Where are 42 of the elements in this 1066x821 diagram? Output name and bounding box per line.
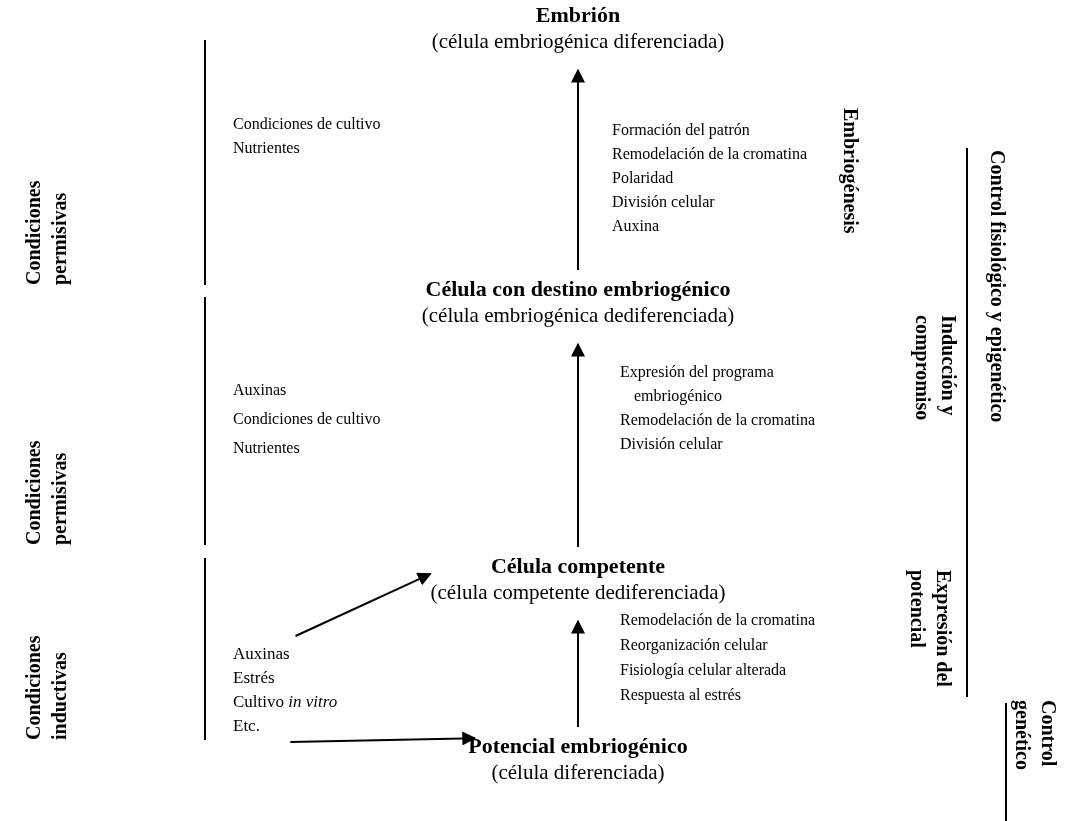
section-label: Control genético	[1010, 700, 1061, 772]
list-item: Nutrientes	[233, 438, 300, 458]
arrow	[571, 342, 585, 548]
arrow	[571, 68, 585, 271]
factor-text: Estrés	[233, 667, 276, 689]
list-item: Auxina	[612, 216, 660, 236]
section-label: Embriogénesis	[838, 108, 863, 236]
stage-subtitle: (célula diferenciada)	[490, 759, 666, 785]
stage-title: Célula con destino embriogénico	[424, 276, 732, 302]
list-item: División celular	[612, 192, 715, 212]
stage-subtitle: (célula competente dediferenciada)	[430, 579, 726, 605]
arrow	[571, 619, 585, 728]
list-item: Auxinas	[233, 380, 287, 400]
section-label: Condiciones permisivas	[21, 439, 72, 545]
list-item: Respuesta al estrés	[620, 685, 741, 706]
list-item: Polaridad	[612, 168, 674, 188]
stage-title: Embrión	[534, 2, 622, 28]
stage-subtitle: (célula embriogénica diferenciada)	[431, 28, 725, 54]
factor-text: Auxinas	[233, 643, 291, 665]
stage-title: Célula competente	[489, 553, 667, 579]
list-item: Nutrientes	[233, 138, 300, 158]
stage-subtitle: (célula embriogénica dediferenciada)	[421, 302, 735, 328]
list-item: Remodelación de la cromatina	[620, 410, 816, 430]
section-label: Inducción y compromiso	[910, 315, 961, 423]
list-item: División celular	[620, 434, 723, 454]
section-label: Control fisiológico y epigenético	[985, 150, 1010, 425]
stage-title: Potencial embriogénico	[468, 733, 688, 759]
section-label: Condiciones permisivas	[21, 179, 72, 285]
list-item: Formación del patrón	[612, 120, 750, 141]
section-label: Expresión del potencial	[905, 570, 956, 689]
list-item: Expresión del programa embriogénico	[620, 362, 775, 407]
list-item: Reorganización celular	[620, 635, 768, 656]
list-item: Remodelación de la cromatina	[612, 144, 808, 164]
arrow	[289, 731, 477, 746]
factor-text: Etc.	[233, 715, 261, 737]
factor-text: Cultivo in vitro	[233, 691, 338, 713]
list-item: Condiciones de cultivo	[233, 409, 381, 429]
list-item: Remodelación de la cromatina	[620, 610, 816, 630]
arrow	[294, 572, 432, 637]
list-item: Fisiología celular alterada	[620, 660, 787, 681]
section-label: Condiciones inductivas	[21, 634, 71, 740]
list-item: Condiciones de cultivo	[233, 114, 381, 134]
